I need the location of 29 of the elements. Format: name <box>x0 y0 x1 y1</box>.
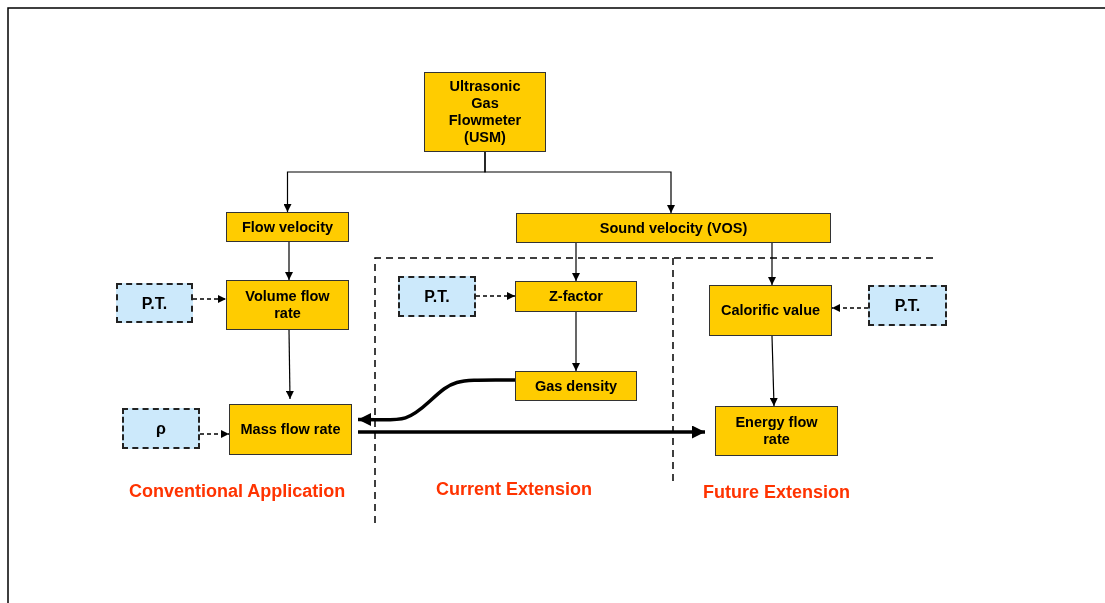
section-label: Future Extension <box>703 482 850 503</box>
process-box: Gas density <box>515 371 637 401</box>
arrow <box>831 304 869 312</box>
arrow <box>199 430 230 438</box>
section-label: Conventional Application <box>129 481 346 502</box>
input-box: ρ <box>122 408 200 449</box>
process-box: Flow velocity <box>226 212 349 242</box>
arrow <box>358 425 705 439</box>
process-box: Ultrasonic Gas Flowmeter (USM) <box>424 72 546 152</box>
process-box: Sound velocity (VOS) <box>516 213 831 243</box>
section-label: Current Extension <box>436 479 593 500</box>
arrow <box>358 378 515 427</box>
input-box: P.T. <box>116 283 193 323</box>
arrow <box>285 329 294 400</box>
arrow <box>475 292 516 300</box>
arrow <box>768 242 776 286</box>
arrow <box>572 242 580 282</box>
process-box: Volume flow rate <box>226 280 349 330</box>
process-box: Mass flow rate <box>229 404 352 455</box>
process-box: Energy flow rate <box>715 406 838 456</box>
arrow <box>285 241 293 281</box>
process-box: Z-factor <box>515 281 637 312</box>
arrow <box>769 335 778 407</box>
arrow <box>572 311 580 372</box>
arrow <box>484 151 675 214</box>
input-box: P.T. <box>398 276 476 317</box>
input-box: P.T. <box>868 285 947 326</box>
process-box: Calorific value <box>709 285 832 336</box>
arrow <box>192 295 227 303</box>
